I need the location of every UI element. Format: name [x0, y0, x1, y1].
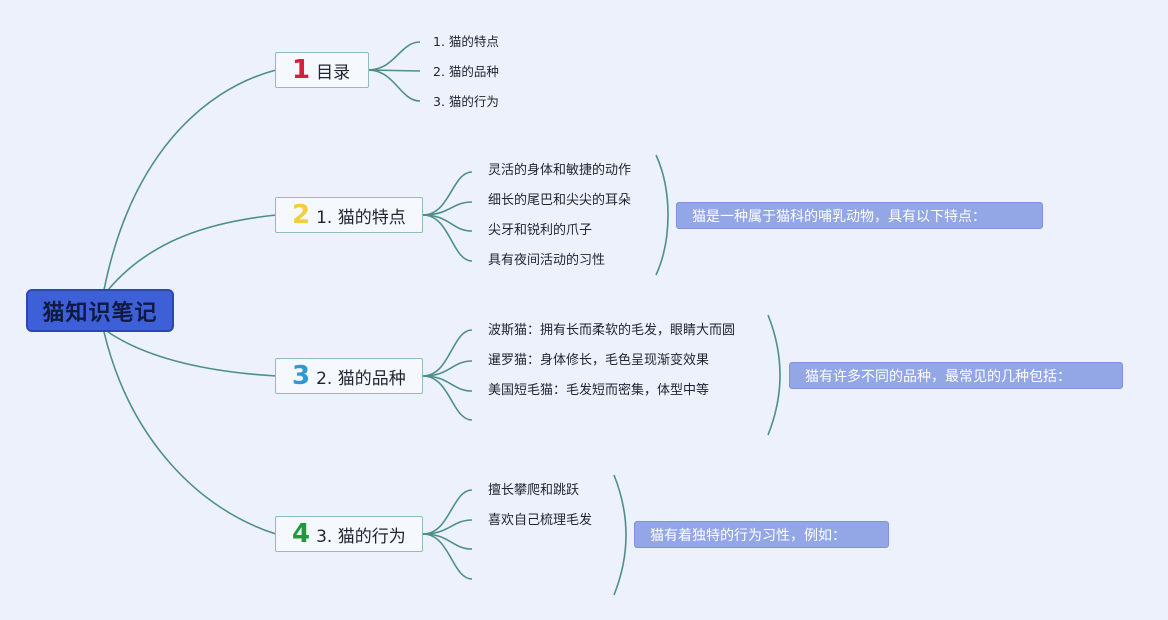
- b1-leaf-link-1: [367, 41, 421, 71]
- branch-toc[interactable]: 1 目录: [275, 52, 369, 88]
- b2-leaf-link-4: [422, 214, 473, 262]
- b2-brace: [655, 154, 669, 276]
- branch-label: 目录: [316, 62, 351, 83]
- branch-number-2: 2: [292, 200, 311, 230]
- branch-label: 2. 猫的品种: [316, 368, 406, 389]
- summary-cat-behavior[interactable]: 猫有着独特的行为习性，例如：: [634, 521, 889, 548]
- root-link-1: [103, 69, 277, 291]
- leaf-item[interactable]: 1. 猫的特点: [433, 34, 499, 49]
- b3-brace: [767, 314, 781, 436]
- b3-leaf-link-4: [422, 375, 473, 421]
- summary-cat-breeds[interactable]: 猫有许多不同的品种，最常见的几种包括：: [789, 362, 1123, 389]
- branch-label: 3. 猫的行为: [316, 526, 406, 547]
- summary-cat-traits[interactable]: 猫是一种属于猫科的哺乳动物，具有以下特点：: [676, 202, 1043, 229]
- b4-leaf-link-2: [422, 519, 473, 535]
- leaf-item[interactable]: 擅长攀爬和跳跃: [488, 483, 580, 498]
- leaf-item[interactable]: 2. 猫的品种: [433, 64, 499, 79]
- root-link-4: [103, 331, 277, 535]
- b1-leaf-link-3: [367, 69, 421, 102]
- leaf-item[interactable]: 3. 猫的行为: [433, 94, 499, 109]
- leaf-item[interactable]: 细长的尾巴和尖尖的耳朵: [488, 193, 632, 208]
- b3-leaf-link-1: [422, 329, 473, 377]
- leaf-item[interactable]: 美国短毛猫：毛发短而密集，体型中等: [488, 383, 710, 398]
- root-link-3: [107, 331, 277, 377]
- b4-brace: [613, 474, 627, 596]
- leaf-item[interactable]: 暹罗猫：身体修长，毛色呈现渐变效果: [488, 353, 710, 368]
- b1-leaf-link-2: [367, 69, 421, 72]
- branch-number-1: 1: [292, 55, 311, 85]
- branch-cat-breeds[interactable]: 3 2. 猫的品种: [275, 358, 423, 394]
- root-link-2: [107, 214, 277, 291]
- b2-leaf-link-3: [422, 214, 473, 232]
- b3-leaf-link-2: [422, 360, 473, 377]
- b4-leaf-link-4: [422, 533, 473, 580]
- branch-cat-traits[interactable]: 2 1. 猫的特点: [275, 197, 423, 233]
- root-topic[interactable]: 猫知识笔记: [26, 289, 174, 332]
- leaf-item[interactable]: 具有夜间活动的习性: [488, 253, 606, 268]
- b4-leaf-link-3: [422, 533, 473, 550]
- branch-cat-behavior[interactable]: 4 3. 猫的行为: [275, 516, 423, 552]
- leaf-item[interactable]: 尖牙和锐利的爪子: [488, 223, 593, 238]
- branch-label: 1. 猫的特点: [316, 207, 406, 228]
- branch-number-4: 4: [292, 519, 311, 549]
- leaf-item[interactable]: 喜欢自己梳理毛发: [488, 513, 593, 528]
- b3-leaf-link-3: [422, 375, 473, 392]
- b2-leaf-link-1: [422, 171, 473, 216]
- branch-number-3: 3: [292, 361, 311, 391]
- b4-leaf-link-1: [422, 489, 473, 535]
- leaf-item[interactable]: 灵活的身体和敏捷的动作: [488, 163, 632, 178]
- leaf-item[interactable]: 波斯猫：拥有长而柔软的毛发，眼睛大而圆: [488, 323, 736, 338]
